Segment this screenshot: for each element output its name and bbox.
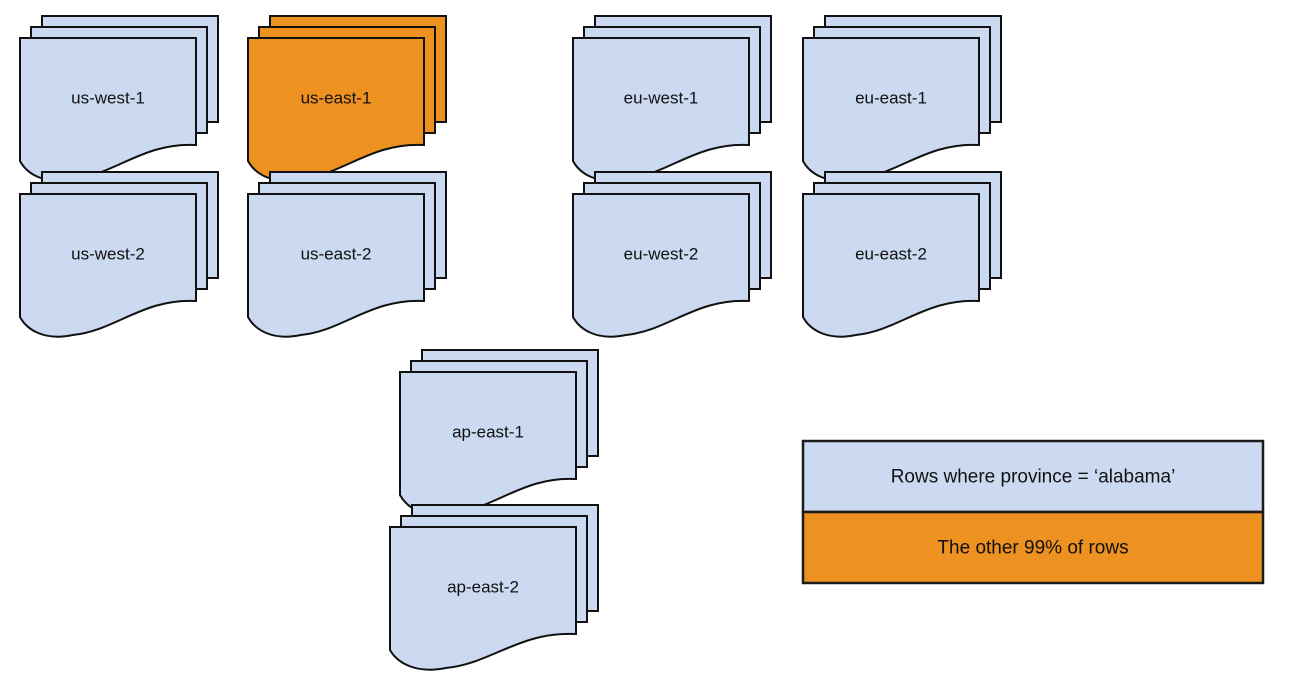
document-stack-eu-east-1[interactable]: eu-east-1 <box>802 15 1002 182</box>
stack-label: eu-east-2 <box>855 244 927 263</box>
stack-sheet-front <box>389 526 577 671</box>
stack-label: ap-east-1 <box>452 422 524 441</box>
stack-label: us-west-1 <box>71 88 145 107</box>
stack-label: eu-east-1 <box>855 88 927 107</box>
document-stack-eu-west-2[interactable]: eu-west-2 <box>572 171 772 338</box>
document-stack-eu-east-2[interactable]: eu-east-2 <box>802 171 1002 338</box>
document-stack-us-east-2[interactable]: us-east-2 <box>247 171 447 338</box>
stack-sheet-front <box>572 193 750 338</box>
stack-sheet-front <box>572 37 750 182</box>
stack-sheet-front <box>802 193 980 338</box>
stack-sheet-front <box>802 37 980 182</box>
document-stack-us-west-1[interactable]: us-west-1 <box>19 15 219 182</box>
document-stacks-group: us-west-1 us-east-1 eu-west-1 eu-east-1 us-w… <box>19 15 1002 671</box>
legend-row-other <box>801 510 1265 585</box>
legend-row-other-label: The other 99% of rows <box>937 538 1128 559</box>
document-stack-ap-east-1[interactable]: ap-east-1 <box>399 349 599 516</box>
legend-row-matching-label: Rows where province = ‘alabama’ <box>891 467 1176 488</box>
document-stack-ap-east-2[interactable]: ap-east-2 <box>389 504 599 671</box>
stack-sheet-front <box>19 37 197 182</box>
legend-row-matching <box>801 439 1265 514</box>
stack-label: ap-east-2 <box>447 577 519 596</box>
legend: Rows where province = ‘alabama’ The other… <box>801 439 1265 585</box>
stack-sheet-front <box>247 37 425 182</box>
document-stack-eu-west-1[interactable]: eu-west-1 <box>572 15 772 182</box>
stack-label: us-east-2 <box>301 244 372 263</box>
stack-sheet-front <box>19 193 197 338</box>
document-stack-us-west-2[interactable]: us-west-2 <box>19 171 219 338</box>
stack-label: eu-west-1 <box>624 88 699 107</box>
stack-sheet-front <box>399 371 577 516</box>
stack-label: us-east-1 <box>301 88 372 107</box>
document-stack-us-east-1[interactable]: us-east-1 <box>247 15 447 182</box>
stack-sheet-front <box>247 193 425 338</box>
stack-label: us-west-2 <box>71 244 145 263</box>
stack-label: eu-west-2 <box>624 244 699 263</box>
